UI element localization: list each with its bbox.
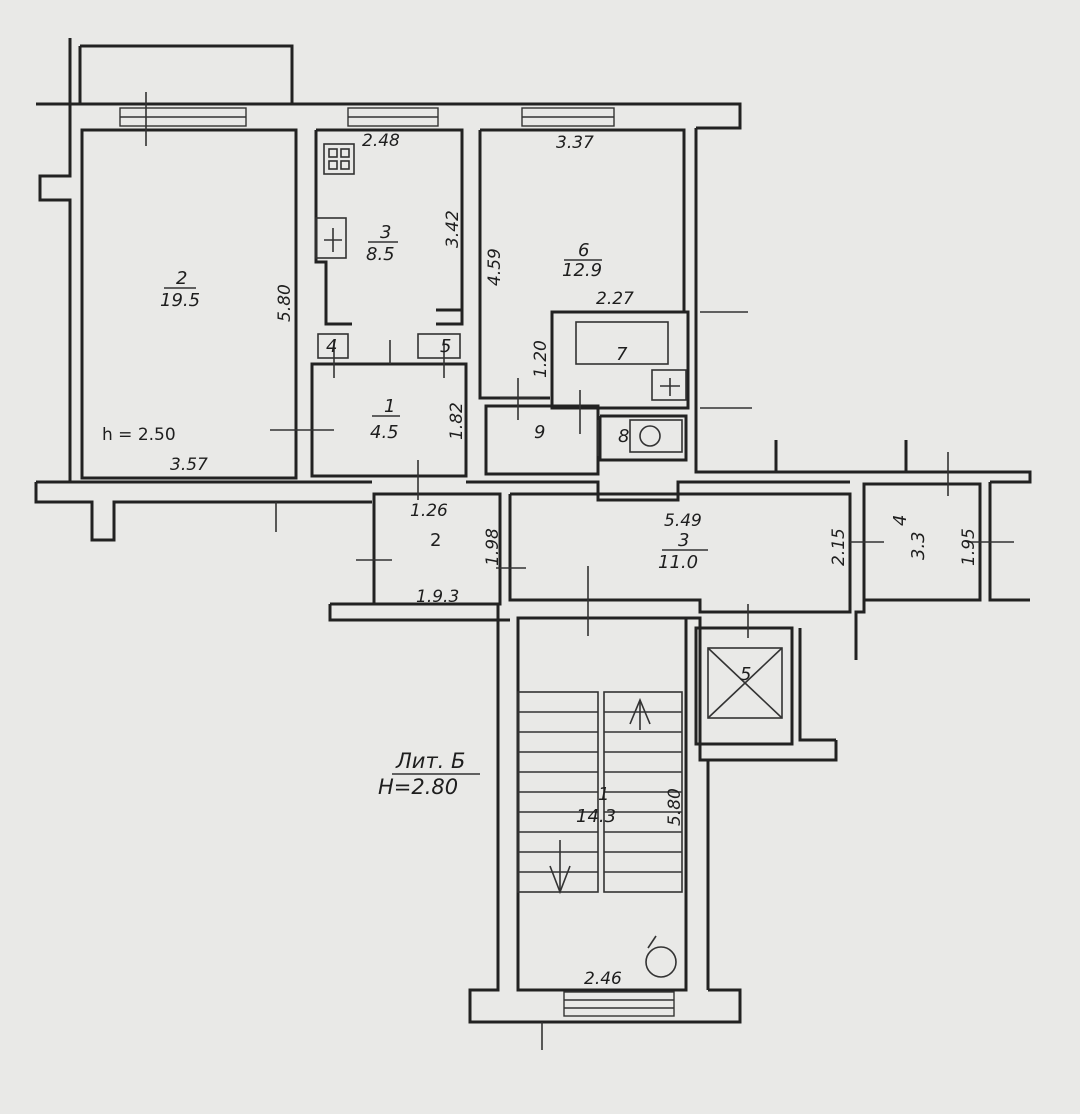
walls [34, 38, 1032, 1024]
closet-4-number: 4 [326, 336, 337, 357]
stair-number: 1 [598, 784, 609, 805]
hall-1-dim: 1.82 [447, 402, 467, 440]
room-6-dim-top: 3.37 [556, 133, 594, 153]
hall-1-area: 4.5 [370, 422, 399, 443]
closet-5-box [417, 333, 461, 359]
left-room-dim-length: 5.80 [275, 284, 295, 322]
room-2-small-dim-top: 1.26 [410, 501, 448, 521]
closet-5-number: 5 [440, 336, 451, 357]
elevator-number: 5 [740, 664, 751, 685]
room-2-small-number: 2 [430, 530, 441, 551]
kitchen-number: 3 [380, 222, 391, 243]
stair-steps [517, 691, 683, 893]
kitchen-dim-top: 2.48 [362, 131, 400, 151]
room-9-number: 9 [534, 422, 545, 443]
room-7-number: 7 [616, 344, 628, 365]
room-6-area: 12.9 [562, 260, 602, 281]
corridor-3-dim-side: 2.15 [829, 528, 849, 566]
room-6-dim-side: 4.59 [485, 248, 505, 286]
labels: 2 19.5 h = 2.50 3.57 5.80 2.48 3 8.5 3.4… [102, 131, 979, 989]
left-room-number: 2 [176, 268, 187, 289]
corridor-3-dim-top: 5.49 [664, 511, 702, 531]
left-room-dim-width: 3.57 [170, 455, 208, 475]
room-7-dim: 1.20 [531, 340, 551, 378]
wc-8-number: 8 [618, 426, 629, 447]
toilet-icon [629, 419, 683, 453]
room-6-dim-inner: 2.27 [596, 289, 634, 309]
right-room-4-area: 3.3 [908, 531, 929, 560]
closet-4-box [317, 333, 349, 359]
stair-area: 14.3 [576, 806, 616, 827]
stove-icon [323, 143, 355, 175]
room-2-small-dim-side: 1.98 [483, 528, 503, 566]
kitchen-dim-side: 3.42 [443, 210, 463, 248]
fixtures [315, 143, 687, 978]
window-marks [119, 92, 1014, 1050]
right-room-4-number: 4 [890, 515, 911, 526]
room-6-number: 6 [578, 240, 589, 261]
boiler-icon [645, 946, 677, 978]
left-room-height-note: h = 2.50 [102, 425, 176, 445]
plan-title-lit: Лит. Б [395, 749, 465, 773]
sink-icon [315, 217, 347, 259]
right-room-4-dim: 1.95 [959, 528, 979, 566]
hall-1-number: 1 [384, 396, 395, 417]
stair-dim-side: 5.80 [665, 788, 685, 826]
left-room-area: 19.5 [160, 290, 200, 311]
plan-title-height: H=2.80 [378, 775, 458, 799]
stair-dim-bottom: 2.46 [584, 969, 622, 989]
room-2-small-dim-bottom: 1.9.3 [416, 587, 459, 607]
corridor-3-area: 11.0 [658, 552, 698, 573]
kitchen-area: 8.5 [366, 244, 395, 265]
bath-sink-icon [651, 369, 687, 401]
corridor-3-number: 3 [678, 530, 689, 551]
